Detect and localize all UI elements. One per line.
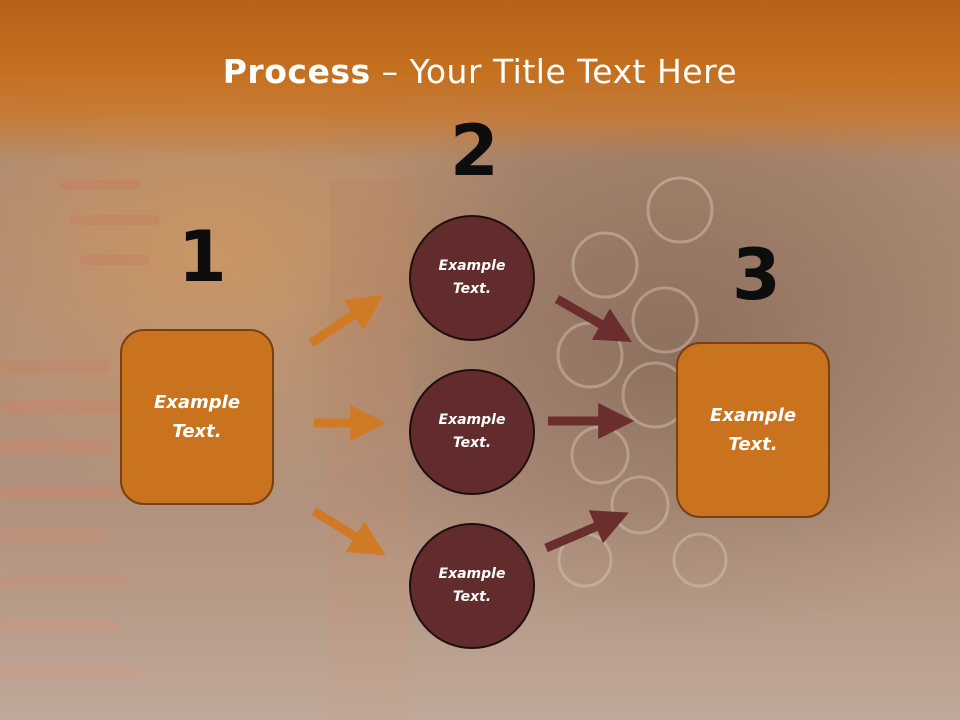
step-2-circle-bottom-text: Example Text. (438, 566, 506, 605)
step-3-text: Example Text. (709, 405, 797, 455)
title-rest-part: Your Title Text Here (409, 52, 738, 91)
title-band (0, 0, 960, 160)
arrow-top-to-step3 (554, 295, 633, 343)
step-2-circle-middle: Example Text. (409, 369, 535, 495)
step-2-circle-middle-text: Example Text. (438, 412, 506, 451)
step-2-number: 2 (450, 110, 499, 192)
arrow-step1-to-top (308, 295, 384, 347)
title-bold-part: Process (222, 52, 371, 91)
title-separator: – (370, 52, 410, 91)
arrow-bottom-to-step3 (544, 510, 629, 553)
arrow-step1-to-bottom (311, 507, 386, 556)
step-2-circle-bottom: Example Text. (409, 523, 535, 649)
step-3-box: Example Text. (676, 342, 830, 518)
step-2-circle-top: Example Text. (409, 215, 535, 341)
step-2-circle-top-text: Example Text. (438, 258, 506, 297)
slide-title: Process – Your Title Text Here (0, 52, 960, 91)
step-1-text: Example Text. (153, 392, 241, 442)
step-1-number: 1 (178, 216, 227, 298)
step-3-number: 3 (732, 234, 781, 316)
step-1-box: Example Text. (120, 329, 274, 505)
